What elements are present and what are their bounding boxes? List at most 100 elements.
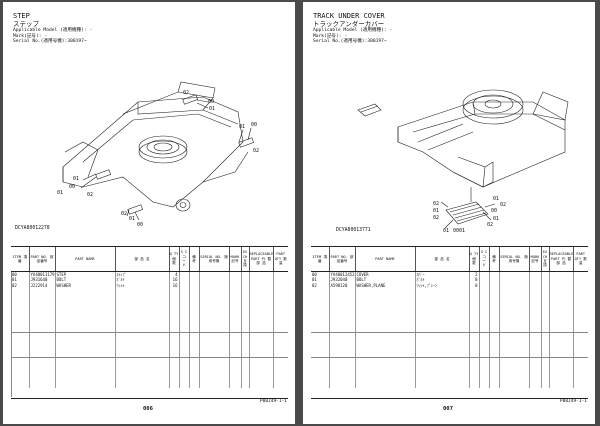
serial-info: Serial No.(適用号機):300197~ (13, 39, 87, 44)
table-row: 02 J222914 WASHER ﾜｯｼｬ 16 (11, 282, 288, 289)
col-jp-name: 部 品 名 (114, 247, 169, 272)
part-name-cell: BOLT (54, 277, 115, 283)
col-ex: EX CH 互 換 (540, 247, 549, 272)
part-no-cell: J932040 (328, 277, 355, 283)
col-item: ITEM 項 番 (11, 247, 29, 272)
mark-info: Mark(記号): - (313, 33, 348, 39)
step-assembly-drawing: 00 01 02 01 00 02 01 00 01 02 01 00 02 (57, 81, 259, 228)
item-cell: 01 (12, 277, 17, 283)
qty-cell: 4 (168, 271, 179, 278)
table-row: 00 YA40012452 COVER ｶﾊﾞｰ 2 (311, 271, 588, 278)
col-serial: SERIAL NO. 適用号機 (198, 247, 229, 272)
item-cell: 00 (12, 272, 17, 278)
callout-label: 01 (73, 176, 79, 182)
col-jp-name: 部 品 名 (414, 247, 469, 272)
callout-label: 00 (137, 222, 143, 228)
table-header-row: ITEM 項 番 PART NO. 部品番号 PART NAME 部 品 名 Q… (11, 247, 288, 272)
callout-label: 01 (129, 216, 135, 222)
table-row: 00 YA40011179 STEP ｽﾃｯﾌﾟ 4 (11, 271, 288, 278)
callout-label: 00 (491, 208, 497, 214)
callout-label: 02 (87, 192, 93, 198)
qty-cell: 16 (168, 277, 179, 283)
page-number: 007 (443, 406, 453, 412)
col-serial: SERIAL NO. 適用号機 (498, 247, 529, 272)
jp-name-cell: ｶﾊﾞｰ (414, 271, 469, 278)
part-no-cell: YA40011179 (28, 271, 55, 278)
part-no-cell: A590120 (328, 282, 355, 289)
col-sc: S C コ ー ド (478, 247, 489, 272)
item-cell: 02 (12, 282, 17, 288)
page-header: STEP ステップ Applicable Model (適用機種): - Mar… (13, 12, 92, 45)
section-title-en: TRACK UNDER COVER (313, 12, 385, 20)
page-header: TRACK UNDER COVER トラックアンダーカバー Applicable… (313, 12, 392, 45)
parts-table: ITEM 項 番 PART NO. 部品番号 PART NAME 部 品 名 Q… (11, 246, 288, 399)
callout-label: 02 (433, 201, 439, 207)
part-no-cell: J222914 (28, 282, 55, 289)
part-no-cell: YA40012452 (328, 271, 355, 278)
part-name-cell: BOLT (354, 277, 415, 283)
col-part-name: PART NAME (354, 247, 415, 272)
table-header-row: ITEM 項 番 PART NO. 部品番号 PART NAME 部 品 名 Q… (311, 247, 588, 272)
part-name-cell: STEP (54, 271, 115, 278)
catalog-page-right: TRACK UNDER COVER トラックアンダーカバー Applicable… (303, 2, 595, 424)
page-number: 006 (143, 406, 153, 412)
serial-info: Serial No.(適用号機):300197~ (313, 39, 387, 44)
part-no-cell: J931640 (28, 277, 55, 283)
qty-cell: 2 (468, 271, 479, 278)
drawing-code: DCYA80012278 (15, 226, 50, 231)
part-name-cell: WASHER (54, 282, 115, 289)
col-mark: MARK 記号 (228, 247, 241, 272)
col-replaceable: REPLACEABLE PART 代 替 部 品 (548, 247, 573, 272)
part-name-cell: COVER (354, 271, 415, 278)
jp-name-cell: ﾜｯｼｬ,ﾌﾟﾚｰﾝ (414, 282, 469, 289)
applicable-model: Applicable Model (適用機種): - (13, 28, 93, 33)
section-title-en: STEP (13, 12, 30, 20)
callout-label: 02 (433, 215, 439, 221)
col-rep-qty: PART QTY 数量 (572, 247, 588, 272)
callout-label: 02 (121, 211, 127, 217)
col-item: ITEM 項 番 (311, 247, 329, 272)
section-title-jp: トラックアンダーカバー (313, 20, 385, 28)
col-rep-qty: PART QTY 数量 (272, 247, 288, 272)
col-remarks: 備 考 (188, 247, 199, 272)
col-part-no: PART NO. 部品番号 (328, 247, 355, 272)
table-row: 02 A590120 WASHER,PLANE ﾜｯｼｬ,ﾌﾟﾚｰﾝ 8 (311, 282, 588, 289)
parts-table: ITEM 項 番 PART NO. 部品番号 PART NAME 部 品 名 Q… (311, 246, 588, 399)
callout-label: 00 (208, 99, 214, 105)
table-row: 01 J931640 BOLT ﾎﾞﾙﾄ 16 (11, 277, 288, 283)
table-row: 01 J932040 BOLT ﾎﾞﾙﾄ 8 (311, 277, 588, 283)
col-replaceable: REPLACEABLE PART 代 替 部 品 (248, 247, 273, 272)
item-cell: 02 (312, 282, 317, 288)
col-mark: MARK 記号 (528, 247, 541, 272)
callout-label: 02 (487, 222, 493, 228)
col-sc: S C コ ー ド (178, 247, 189, 272)
callout-label: 01 (57, 190, 63, 196)
callout-label: 00 (453, 228, 459, 234)
track-under-cover-drawing: 01 02 00 02 01 02 01 00 02 01 01 (357, 89, 569, 234)
qty-cell: 16 (168, 282, 179, 289)
catalog-page-left: STEP ステップ Applicable Model (適用機種): - Mar… (3, 2, 295, 424)
page-reference: P00J49-1-1 (559, 399, 587, 404)
qty-cell: 8 (468, 277, 479, 283)
jp-name-cell: ﾎﾞﾙﾄ (114, 277, 169, 283)
part-name-cell: WASHER,PLANE (354, 282, 415, 289)
section-title-jp: ステップ (13, 20, 39, 28)
callout-label: 01 (443, 228, 449, 234)
callout-label: 01 (433, 208, 439, 214)
col-part-no: PART NO. 部品番号 (28, 247, 55, 272)
item-cell: 00 (312, 272, 317, 278)
col-qty: Q TY 個 数 (168, 247, 179, 272)
callout-label: 00 (251, 122, 257, 128)
col-remarks: 備 考 (488, 247, 499, 272)
jp-name-cell: ｽﾃｯﾌﾟ (114, 271, 169, 278)
callout-label: 02 (183, 90, 189, 96)
applicable-model: Applicable Model (適用機種): - (313, 28, 393, 33)
callout-label: 01 (493, 196, 499, 202)
callout-label: 00 (69, 184, 75, 190)
col-qty: Q TY 個 数 (468, 247, 479, 272)
mark-info: Mark(記号): - (13, 33, 48, 39)
drawing-code: DCYA80013771 (336, 228, 371, 233)
callout-label: 01 (459, 228, 465, 234)
col-ex: EX CH 互 換 (240, 247, 249, 272)
callout-label: 01 (493, 216, 499, 222)
